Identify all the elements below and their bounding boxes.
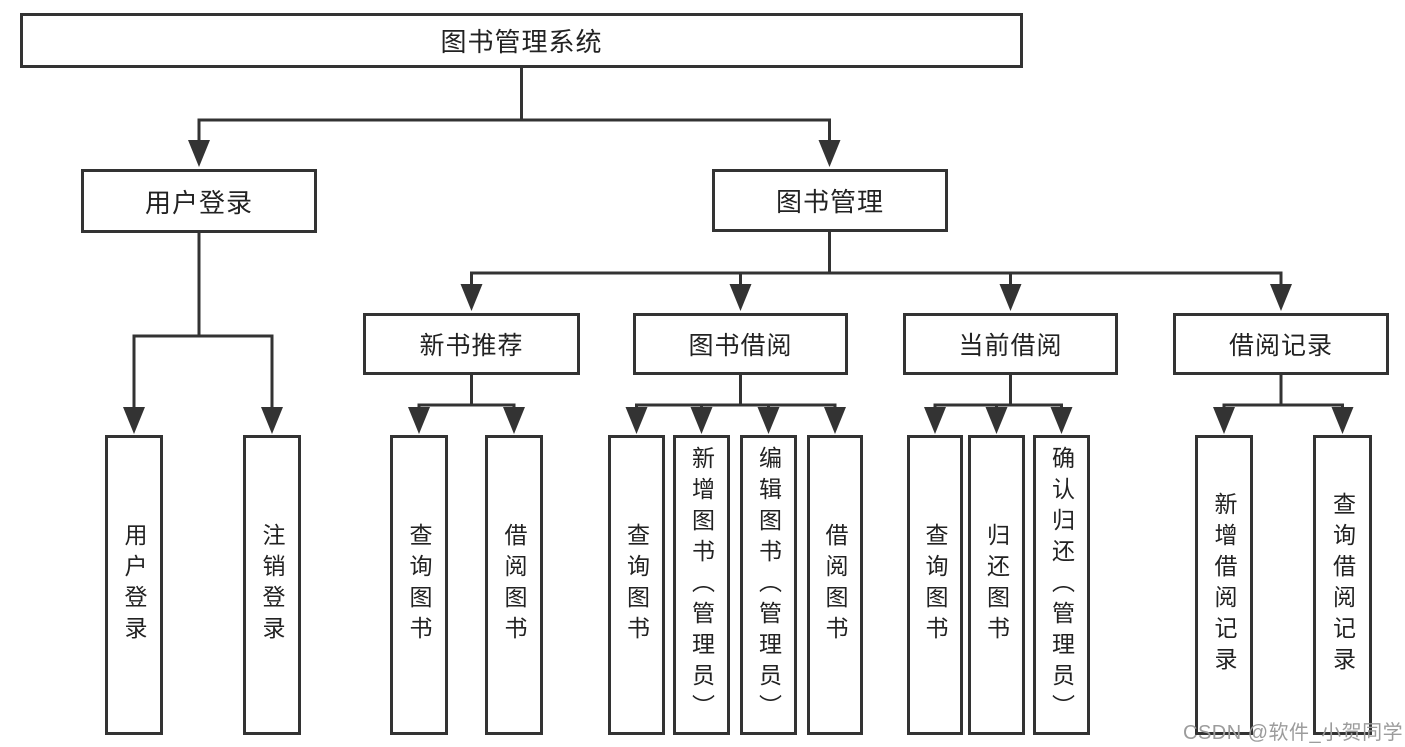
leaf-newbooks-query-books: 查询图书: [390, 435, 448, 735]
node-library-system: 图书管理系统: [20, 13, 1023, 68]
leaf-borrow-query-books: 查询图书: [608, 435, 665, 735]
node-new-book-recommend: 新书推荐: [363, 313, 580, 375]
leaf-records-add-record: 新增借阅记录: [1195, 435, 1253, 735]
node-borrow-records: 借阅记录: [1173, 313, 1389, 375]
leaf-borrow-add-books-admin: 新增图书（管理员）: [673, 435, 730, 735]
leaf-current-return-books: 归还图书: [968, 435, 1025, 735]
leaf-current-confirm-return-admin: 确认归还（管理员）: [1033, 435, 1090, 735]
leaf-newbooks-borrow-books: 借阅图书: [485, 435, 543, 735]
node-book-management: 图书管理: [712, 169, 948, 232]
leaf-borrow-borrow-books: 借阅图书: [807, 435, 863, 735]
node-user-login: 用户登录: [81, 169, 317, 233]
watermark-text: CSDN @软件_小贺同学: [1183, 722, 1404, 744]
leaf-current-query-books: 查询图书: [907, 435, 963, 735]
leaf-borrow-edit-books-admin: 编辑图书（管理员）: [740, 435, 797, 735]
node-book-borrow: 图书借阅: [633, 313, 848, 375]
leaf-logout-login: 注销登录: [243, 435, 301, 735]
leaf-user-login: 用户登录: [105, 435, 163, 735]
leaf-records-query-record: 查询借阅记录: [1313, 435, 1372, 735]
node-current-borrow: 当前借阅: [903, 313, 1118, 375]
